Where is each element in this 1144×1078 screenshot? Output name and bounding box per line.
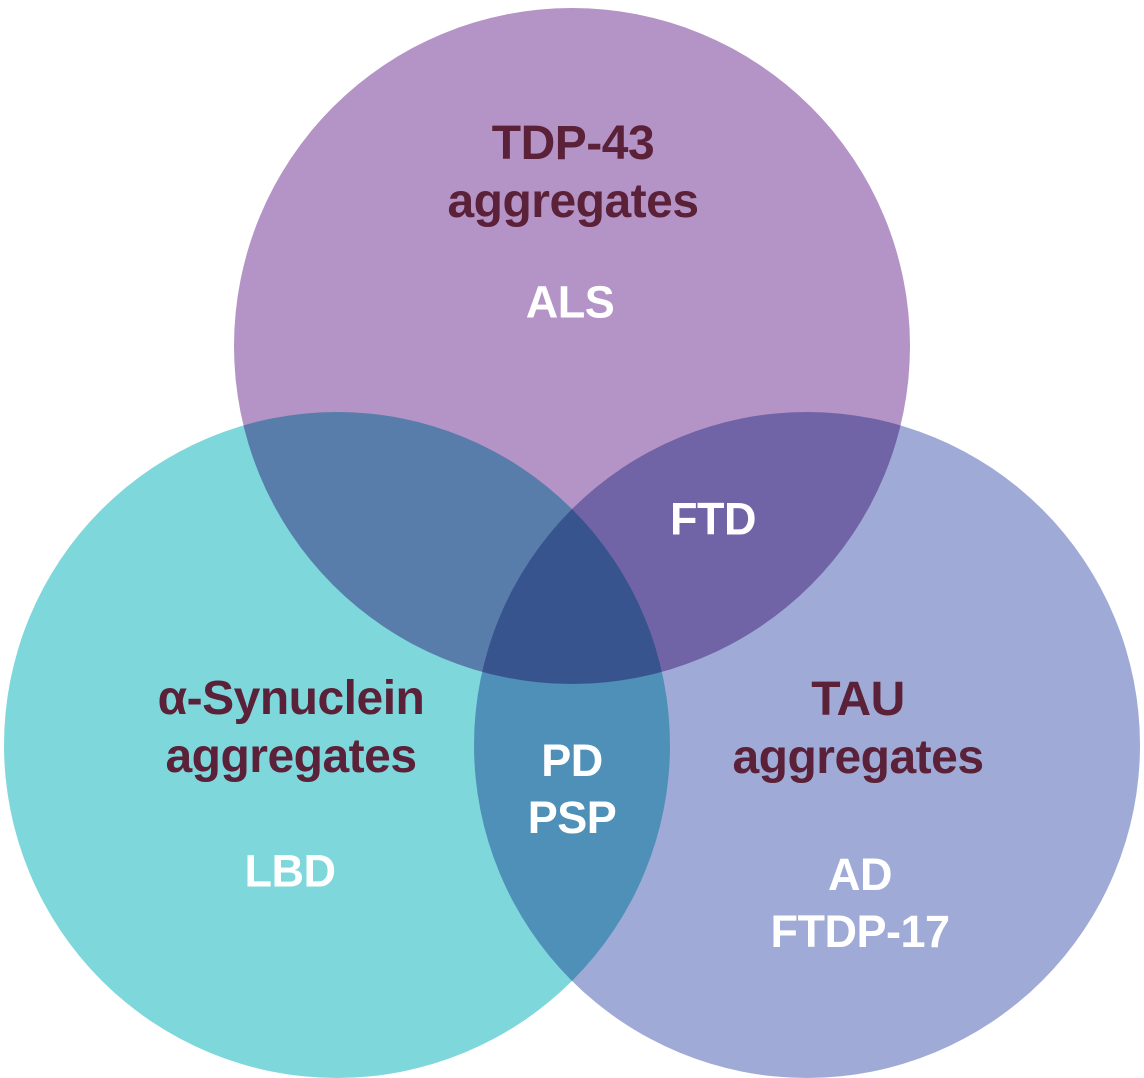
label-tdp43-aggregates: TDP-43 aggregates xyxy=(447,117,699,228)
label-ad-ftdp17: AD FTDP-17 xyxy=(770,849,950,957)
label-lbd: LBD xyxy=(244,845,336,897)
circle-tau-aggregates xyxy=(474,412,1140,1078)
label-als: ALS xyxy=(525,276,615,328)
label-pd-psp-intersection: PD PSP xyxy=(527,735,617,843)
label-ftd-intersection: FTD xyxy=(670,493,756,545)
label-tau-aggregates: TAU aggregates xyxy=(732,673,984,784)
label-alpha-synuclein-aggregates: α-Synuclein aggregates xyxy=(157,672,425,783)
